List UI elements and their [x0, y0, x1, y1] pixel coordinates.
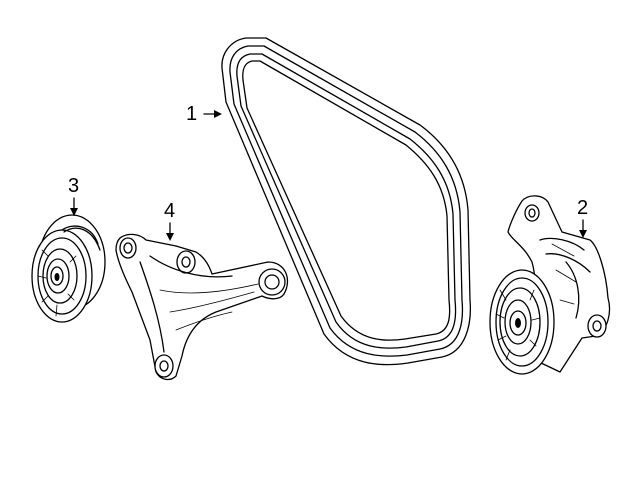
mounting-bracket[interactable]	[115, 233, 289, 381]
callout-4: 4	[164, 200, 175, 241]
callout-1: 1	[186, 103, 222, 125]
arrowhead-1	[214, 110, 222, 118]
callout-label-1: 1	[186, 103, 197, 125]
belt-tensioner[interactable]	[489, 195, 611, 375]
callout-2: 2	[577, 197, 588, 238]
serpentine-belt[interactable]	[221, 37, 472, 366]
callout-label-3: 3	[68, 175, 79, 197]
callout-label-4: 4	[164, 200, 175, 222]
callout-label-2: 2	[577, 197, 588, 219]
callout-3: 3	[68, 175, 79, 216]
idler-pulley[interactable]	[31, 214, 106, 323]
arrowhead-4	[166, 233, 174, 241]
arrowhead-2	[579, 230, 587, 238]
arrowhead-3	[70, 208, 78, 216]
